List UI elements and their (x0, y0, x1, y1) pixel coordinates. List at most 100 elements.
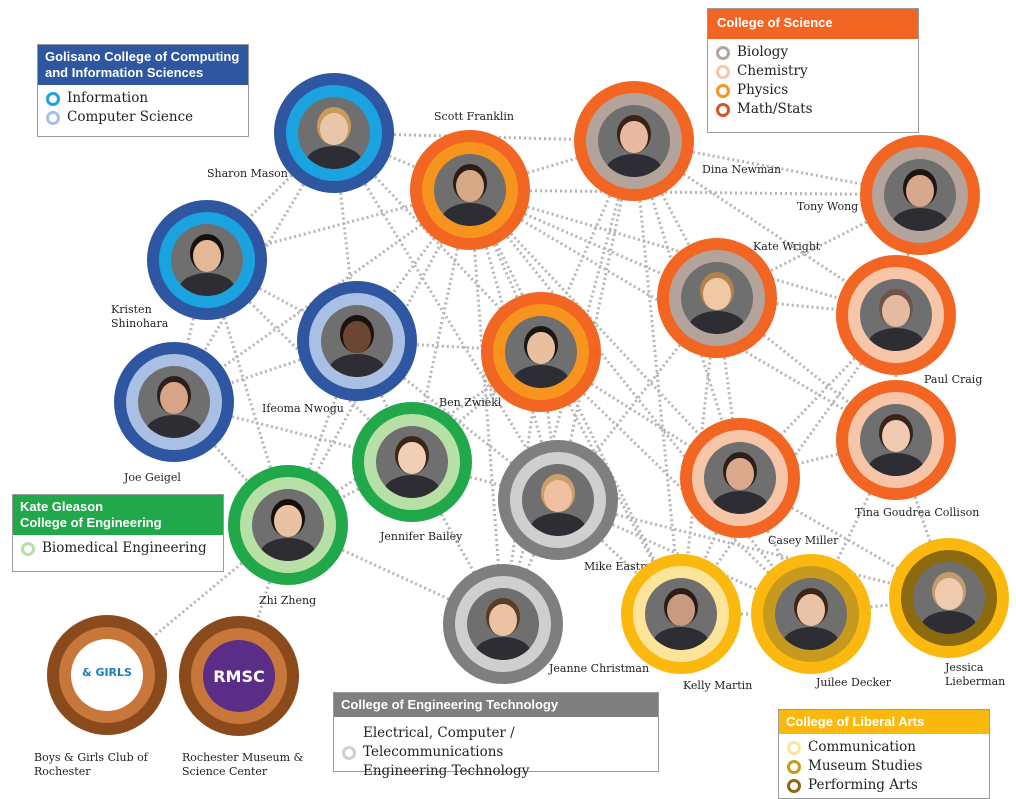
legend-item-label: Physics (737, 82, 789, 98)
logo-text: & GIRLS (82, 666, 132, 679)
person-name-label: Sharon Mason (207, 167, 288, 180)
connection-line (557, 498, 950, 600)
legend-item: Electrical, Computer / Telecommunication… (342, 724, 650, 781)
connection-line (679, 314, 898, 615)
legend-technology: College of Engineering Technology Electr… (333, 692, 659, 779)
connection-line (206, 258, 358, 343)
legend-item: Biology (716, 43, 910, 62)
person-name-label: Ifeoma Nwogu (262, 402, 344, 415)
legend-item: Physics (716, 81, 910, 100)
person-photo (681, 262, 753, 334)
legend-item-label: Computer Science (67, 109, 194, 125)
connection-line (468, 189, 683, 615)
avatar-face (620, 120, 648, 154)
person-photo (505, 316, 577, 388)
person-photo (321, 305, 393, 377)
person-photo (860, 279, 932, 351)
avatar-face (544, 479, 572, 513)
avatar-face (726, 457, 754, 491)
person-name-label: Joe Geigel (124, 471, 181, 484)
person-photo (376, 426, 448, 498)
person-name-label: Kelly Martin (683, 679, 753, 692)
person-photo (598, 105, 670, 177)
person-photo (522, 464, 594, 536)
connection-line (539, 140, 636, 353)
avatar-face (882, 419, 910, 453)
person-photo (252, 489, 324, 561)
person-name-label: Boys & Girls Club of Rochester (34, 751, 148, 778)
avatar-shoulders (474, 636, 532, 660)
connection-line (469, 139, 635, 192)
person-photo (298, 97, 370, 169)
avatar-face (906, 174, 934, 208)
legend-swatch-icon (787, 778, 801, 793)
legend-technology-title: College of Engineering Technology (334, 693, 658, 717)
legend-technology-items: Electrical, Computer / Telecommunication… (334, 717, 658, 785)
person-name-label: Paul Craig (924, 373, 983, 386)
person-name-label: Kristen Shinohara (111, 303, 169, 330)
connection-line (332, 132, 560, 501)
avatar-face (320, 112, 348, 146)
avatar-face (703, 277, 731, 311)
legend-item: Performing Arts (787, 776, 981, 795)
avatar-face (797, 593, 825, 627)
legend-item-label: Information (67, 90, 149, 106)
avatar-face (489, 603, 517, 637)
person-name-label: Tony Wong (797, 200, 859, 213)
legend-swatch-icon (716, 102, 730, 117)
organization-logo: RMSC (203, 640, 275, 712)
avatar-shoulders (605, 153, 663, 177)
legend-item: Biomedical Engineering (21, 539, 215, 558)
legend-swatch-icon (787, 740, 801, 755)
legend-swatch-icon (46, 91, 60, 106)
avatar-shoulders (383, 474, 441, 498)
avatar-face (160, 381, 188, 415)
avatar-shoulders (867, 452, 925, 476)
person-name-label: Zhi Zheng (259, 594, 317, 607)
legend-item: Computer Science (46, 108, 240, 127)
person-name-label: Kate Wright (753, 240, 821, 253)
legend-item: Information (46, 89, 240, 108)
legend-item: Chemistry (716, 62, 910, 81)
avatar-shoulders (711, 490, 769, 514)
person-photo (138, 366, 210, 438)
person-name-label: Casey Miller (768, 534, 839, 547)
person-photo (860, 404, 932, 476)
person-photo (171, 224, 243, 296)
legend-engineering: Kate Gleason College of Engineering Biom… (12, 494, 224, 572)
legend-item-label: Biomedical Engineering (42, 540, 207, 556)
avatar-face (456, 169, 484, 203)
person-name-label: Rochester Museum & Science Center (182, 751, 304, 778)
legend-computing: Golisano College of Computing and Inform… (37, 44, 249, 137)
person-photo (434, 154, 506, 226)
legend-item-label: Chemistry (737, 63, 808, 79)
legend-item-label: Communication (808, 739, 916, 755)
avatar-shoulders (891, 207, 949, 231)
legend-item-label: Electrical, Computer / Telecommunication… (363, 725, 530, 779)
person-photo (884, 159, 956, 231)
legend-computing-title: Golisano College of Computing and Inform… (38, 45, 248, 85)
avatar-shoulders (512, 364, 570, 388)
organization-logo: & GIRLS (71, 639, 143, 711)
legend-item-label: Biology (737, 44, 789, 60)
legend-engineering-title: Kate Gleason College of Engineering (13, 495, 223, 535)
connection-line (632, 140, 683, 615)
avatar-face (935, 577, 963, 611)
legend-item-label: Museum Studies (808, 758, 923, 774)
legend-item: Math/Stats (716, 100, 910, 119)
avatar-face (398, 441, 426, 475)
person-photo (704, 442, 776, 514)
legend-liberal-arts-title: College of Liberal Arts (779, 710, 989, 734)
legend-item: Museum Studies (787, 757, 981, 776)
legend-item-label: Math/Stats (737, 101, 813, 117)
person-name-label: Jennifer Bailey (380, 530, 463, 543)
avatar-shoulders (920, 610, 978, 634)
person-photo (913, 562, 985, 634)
avatar-shoulders (305, 145, 363, 169)
person-name-label: Jeanne Christman (549, 662, 650, 675)
person-name-label: Juilee Decker (816, 676, 891, 689)
person-photo (645, 578, 717, 650)
